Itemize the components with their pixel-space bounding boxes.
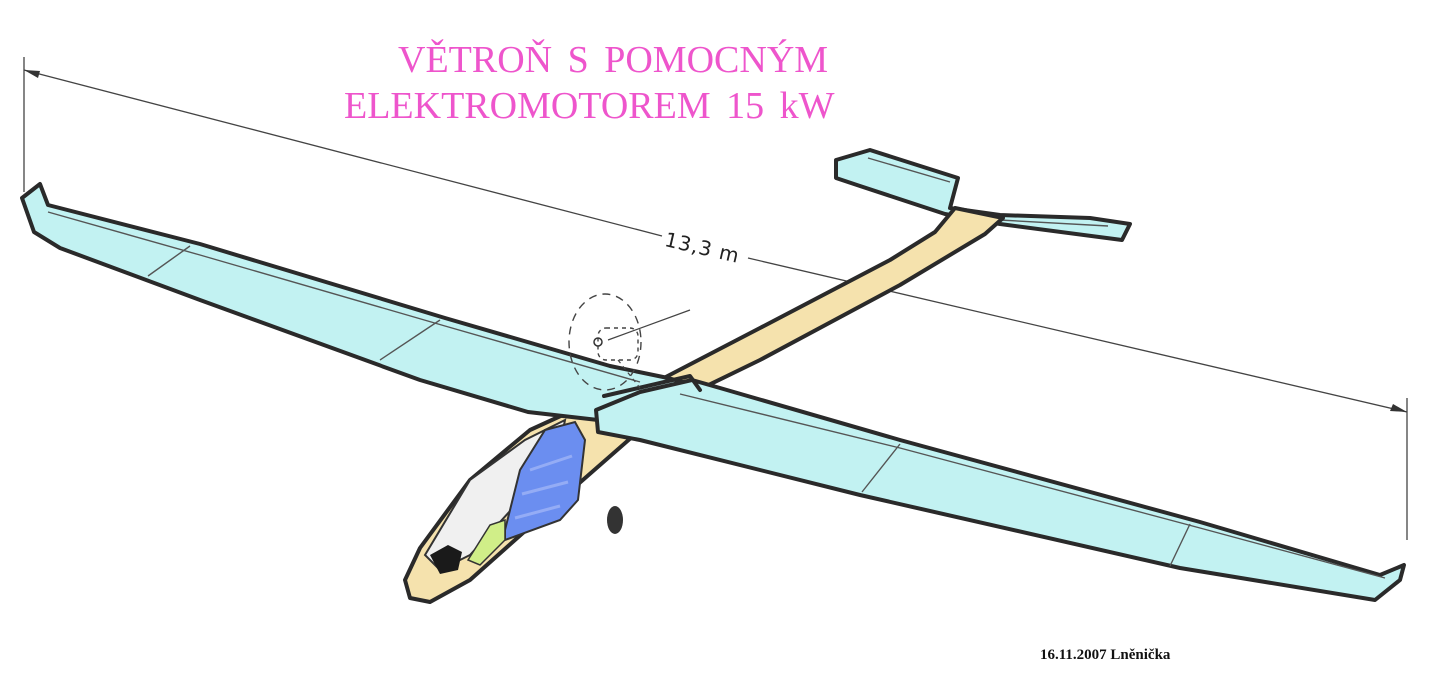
horizontal-stabilizer [834,148,1132,242]
signature: 16.11.2007 Lněnička [1040,647,1171,663]
title-line-1: VĚTROŇ S POMOCNÝM [398,39,828,81]
canopy [423,418,587,574]
title-line-2: ELEKTROMOTOREM 15 kW [344,85,835,127]
electric-motor-dashed [568,293,691,391]
left-wing [20,182,692,422]
right-wing [594,378,1406,602]
wingspan-label: 13,3 m [662,227,742,268]
